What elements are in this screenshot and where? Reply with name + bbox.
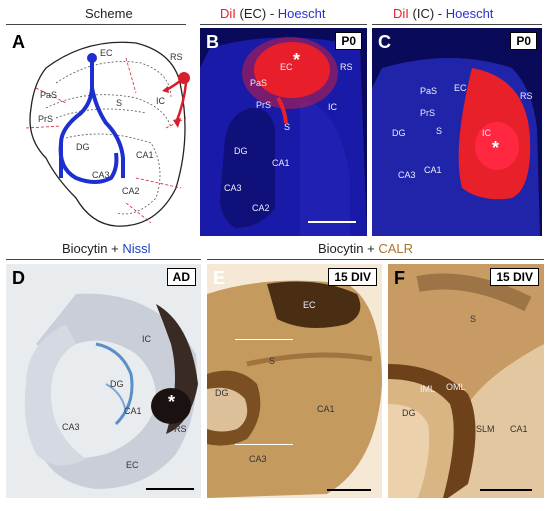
scheme-drawing (25, 41, 190, 227)
c-label-pas: PaS (420, 86, 438, 96)
header-ef-biocytin: Biocytin + (318, 241, 379, 256)
header-scheme-text: Scheme (85, 6, 133, 21)
e-label-ca3: CA3 (249, 454, 267, 464)
header-d-nissl: Nissl (122, 241, 151, 256)
a-label-ec: EC (100, 48, 113, 58)
e-label-ec: EC (303, 300, 316, 310)
panel-e-scale-bar (327, 489, 371, 491)
c-label-ic: IC (482, 128, 491, 138)
e-label-ca1: CA1 (317, 404, 335, 414)
panel-d-image: D AD IC DG CA1 * CA3 RS EC (6, 264, 201, 498)
b-label-star: * (293, 50, 301, 70)
f-label-oml: OML (446, 382, 466, 392)
panel-c-letter: C (378, 32, 391, 52)
c-label-ca1: CA1 (424, 165, 442, 175)
f-label-slm: SLM (476, 424, 495, 434)
panel-f-age-badge: 15 DIV (490, 268, 539, 286)
panel-d-scale-bar (146, 488, 194, 490)
header-ef: Biocytin + CALR (318, 241, 413, 256)
header-ef-calr: CALR (378, 241, 414, 256)
a-label-rs: RS (170, 52, 183, 62)
panel-c-drawing (372, 58, 540, 236)
panel-c-image: C P0 PaS EC PrS RS DG S IC * CA3 CA1 (372, 28, 542, 236)
panel-b-drawing (200, 37, 367, 236)
header-scheme-underline (6, 24, 186, 25)
panel-a-scheme: A EC RS PaS PrS S IC DG CA1 CA3 CA2 (6, 28, 194, 236)
c-label-star: * (492, 138, 500, 158)
panel-d-drawing (24, 293, 198, 489)
panel-b-image: B P0 * EC RS PaS PrS S IC DG CA1 CA3 CA2 (200, 28, 367, 236)
b-label-pas: PaS (250, 78, 268, 88)
panel-f-image: F 15 DIV S IML OML DG SLM CA1 (388, 264, 544, 498)
panel-e-image: E 15 DIV EC S DG CA1 CA3 (207, 264, 382, 498)
header-b: DiI (EC) - Hoescht (220, 6, 325, 21)
b-label-ic: IC (328, 102, 337, 112)
c-label-ec: EC (454, 83, 467, 93)
d-label-ca3: CA3 (62, 422, 80, 432)
f-label-ca1: CA1 (510, 424, 528, 434)
panel-e-bracket (235, 339, 293, 445)
header-c-hoechst: Hoescht (445, 6, 494, 21)
header-ef-underline (207, 259, 544, 260)
e-label-s: S (269, 356, 276, 366)
c-label-dg: DG (392, 128, 406, 138)
header-c-mid: (IC) - (408, 6, 446, 21)
header-c-dil: DiI (393, 6, 409, 21)
c-label-prs: PrS (420, 108, 436, 118)
a-label-ic: IC (156, 96, 165, 106)
header-d-underline (6, 259, 201, 260)
header-b-mid: (EC) - (235, 6, 278, 21)
header-c: DiI (IC) - Hoescht (393, 6, 493, 21)
panel-f-scale-bar (480, 489, 532, 491)
a-label-dg: DG (76, 142, 90, 152)
b-label-rs: RS (340, 62, 353, 72)
e-label-dg: DG (215, 388, 229, 398)
d-label-star: * (168, 392, 176, 412)
panel-d-letter: D (12, 268, 25, 288)
f-label-s: S (470, 314, 477, 324)
header-b-hoechst: Hoescht (277, 6, 326, 21)
a-label-ca3: CA3 (92, 170, 110, 180)
header-d: Biocytin + Nissl (62, 241, 151, 256)
c-label-ca3: CA3 (398, 170, 416, 180)
a-label-prs: PrS (38, 114, 54, 124)
header-b-dil: DiI (220, 6, 236, 21)
panel-a-letter: A (12, 32, 25, 52)
panel-b-scale-bar (308, 221, 356, 223)
panel-f-letter: F (394, 268, 405, 288)
a-label-s: S (116, 98, 123, 108)
header-c-underline (372, 24, 542, 25)
d-label-ec: EC (126, 460, 139, 470)
header-b-underline (200, 24, 367, 25)
b-label-ca2: CA2 (252, 203, 270, 213)
c-label-rs: RS (520, 91, 533, 101)
panel-d-age-badge: AD (166, 268, 196, 286)
f-label-dg: DG (402, 408, 416, 418)
panel-e-age-badge: 15 DIV (328, 268, 377, 286)
panel-e-drawing (207, 280, 382, 498)
a-label-ca1: CA1 (136, 150, 154, 160)
header-d-biocytin: Biocytin + (62, 241, 123, 256)
header-scheme: Scheme (85, 6, 133, 21)
b-label-dg: DG (234, 146, 248, 156)
b-label-prs: PrS (256, 100, 272, 110)
panel-c-age-badge: P0 (510, 32, 537, 50)
panel-f-drawing (388, 264, 544, 498)
a-label-ca2: CA2 (122, 186, 140, 196)
panel-b-age-badge: P0 (335, 32, 362, 50)
b-label-ca3: CA3 (224, 183, 242, 193)
d-label-rs: RS (174, 424, 187, 434)
d-label-ic: IC (142, 334, 151, 344)
b-label-s: S (284, 122, 291, 132)
f-label-iml: IML (420, 384, 436, 394)
c-label-s: S (436, 126, 443, 136)
panel-e-letter: E (213, 268, 226, 288)
d-label-ca1: CA1 (124, 406, 142, 416)
b-label-ec: EC (280, 62, 293, 72)
b-label-ca1: CA1 (272, 158, 290, 168)
panel-b-letter: B (206, 32, 219, 52)
a-label-pas: PaS (40, 90, 58, 100)
d-label-dg: DG (110, 379, 124, 389)
